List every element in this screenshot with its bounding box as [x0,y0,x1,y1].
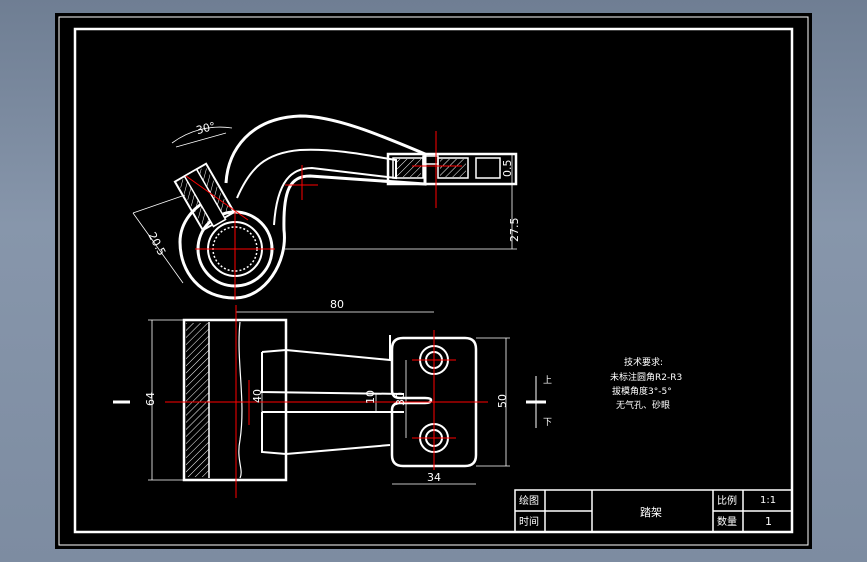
title-scale-label: 比例 [717,494,737,507]
section-mark-down: 下 [543,418,552,428]
dim-pitch-label: 30 [394,392,407,406]
outer-border [58,16,809,546]
title-scale-value: 1:1 [760,495,776,506]
title-part-name: 踏架 [640,505,662,519]
bottom-view [148,311,510,485]
drawing-viewport[interactable]: 30° 20.5 27.5 0.5 [55,13,812,549]
title-qty-label: 数量 [717,515,737,528]
section-mark-up: 上 [543,375,552,386]
top-view [132,114,518,300]
dim-slot-label: 0.5 [501,160,514,178]
tech-notes-line3: 无气孔、砂眼 [616,399,670,411]
cad-drawing: 30° 20.5 27.5 0.5 [58,16,809,546]
dim-length-label: 80 [330,298,344,311]
dim-width-bottom-label: 34 [427,471,441,484]
dim-height-top-label: 27.5 [508,218,521,243]
title-time-label: 时间 [519,515,539,528]
dim-inner-width-label: 40 [251,389,264,403]
dim-angle-label: 30° [195,119,217,137]
bottom-view-centerlines [165,305,488,498]
section-marks [113,376,546,428]
tech-notes-line2: 拔模角度3°-5° [612,385,672,397]
tech-notes-heading: 技术要求: [624,356,663,368]
top-view-centerlines [185,131,462,300]
dim-gap-label: 10 [364,390,377,404]
dim-height-right-label: 50 [496,394,509,408]
dim-width-left-label: 64 [144,392,157,406]
title-qty-value: 1 [765,515,772,528]
tech-notes-line1: 未标注圆角R2-R3 [610,371,682,383]
title-drawn-label: 绘图 [519,494,539,507]
dim-radius-label: 20.5 [145,230,168,258]
title-block [514,489,793,533]
inner-border [73,27,794,534]
